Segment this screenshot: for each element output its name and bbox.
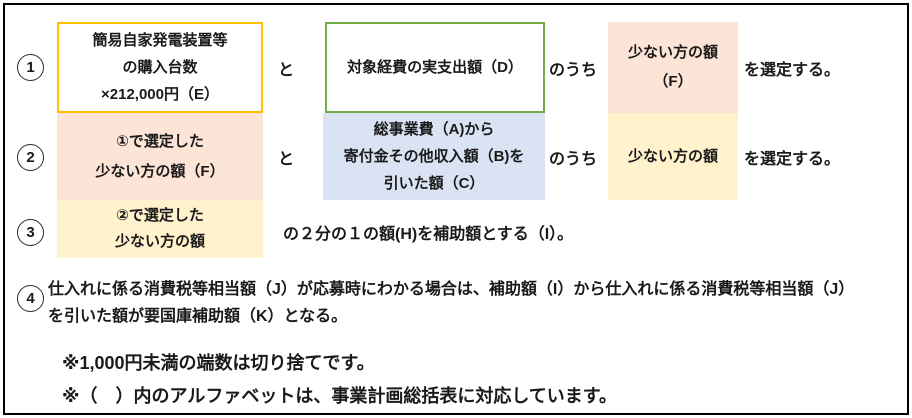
box-step1-selected-f: ①で選定した 少ない方の額（F） — [57, 113, 263, 200]
box-total-cost-line3: 引いた額（C） — [383, 175, 485, 192]
box-purchase-units-line1: 簡易自家発電装置等 — [92, 32, 228, 49]
box-step1-selected-line2: 少ない方の額（F） — [95, 162, 225, 180]
step-2-number: 2 — [17, 144, 44, 171]
box-lesser-amount-f-line1: 少ない方の額 — [627, 44, 718, 61]
step-2-digit: 2 — [26, 149, 35, 166]
box-step2-selected: ②で選定した 少ない方の額 — [57, 200, 263, 258]
box-lesser-amount-step2: 少ない方の額 — [608, 113, 738, 200]
box-step1-selected-line1: ①で選定した — [116, 133, 204, 151]
box-purchase-units-line2: の購入台数 — [122, 59, 198, 76]
note-rounding: ※1,000円未満の端数は切り捨てです。 — [62, 353, 375, 373]
box-lesser-amount-f-line2: （F） — [653, 72, 693, 90]
step-4-digit: 4 — [26, 290, 35, 307]
box-purchase-units-e: 簡易自家発電装置等 の購入台数 ×212,000円（E） — [57, 22, 263, 113]
step-4-number: 4 — [17, 285, 44, 312]
box-actual-expenditure-d: 対象経費の実支出額（D） — [325, 22, 545, 113]
step-2-of-which: のうち — [548, 150, 597, 168]
step-1-conjunction-and: と — [277, 61, 294, 79]
step-3-number: 3 — [17, 219, 44, 246]
step-3-digit: 3 — [26, 224, 35, 241]
step-2-select-text: を選定する。 — [744, 150, 841, 168]
note-alphabet-reference: ※（ ）内のアルファベットは、事業計画総括表に対応しています。 — [62, 386, 617, 406]
box-lesser-amount-f: 少ない方の額 （F） — [608, 22, 738, 113]
box-total-cost-line1: 総事業費（A)から — [373, 121, 495, 138]
step-2-conjunction-and: と — [277, 150, 294, 168]
box-step2-selected-line2: 少ない方の額 — [114, 233, 205, 250]
box-purchase-units-line3: ×212,000円（E） — [101, 86, 219, 103]
step-4-line1: 仕入れに係る消費税等相当額（J）が応募時にわかる場合は、補助額（I）から仕入れに… — [48, 281, 855, 298]
step-4-paragraph: 仕入れに係る消費税等相当額（J）が応募時にわかる場合は、補助額（I）から仕入れに… — [48, 276, 908, 330]
step-1-digit: 1 — [26, 59, 35, 76]
step-1-of-which: のうち — [548, 61, 597, 79]
box-step2-selected-line1: ②で選定した — [116, 206, 204, 224]
box-actual-expenditure-line1: 対象経費の実支出額（D） — [347, 59, 523, 76]
step-4-line2: を引いた額が要国庫補助額（K）となる。 — [48, 308, 348, 325]
box-total-cost-line2: 寄付金その他収入額（B)を — [343, 148, 525, 165]
step-1-number: 1 — [17, 54, 44, 81]
step-3-half-amount-text: の２分の１の額(H)を補助額とする（I）。 — [283, 226, 574, 243]
box-lesser-amount-step2-line1: 少ない方の額 — [627, 148, 718, 165]
box-total-cost-minus-income-c: 総事業費（A)から 寄付金その他収入額（B)を 引いた額（C） — [323, 113, 545, 200]
step-1-select-text: を選定する。 — [744, 61, 841, 79]
